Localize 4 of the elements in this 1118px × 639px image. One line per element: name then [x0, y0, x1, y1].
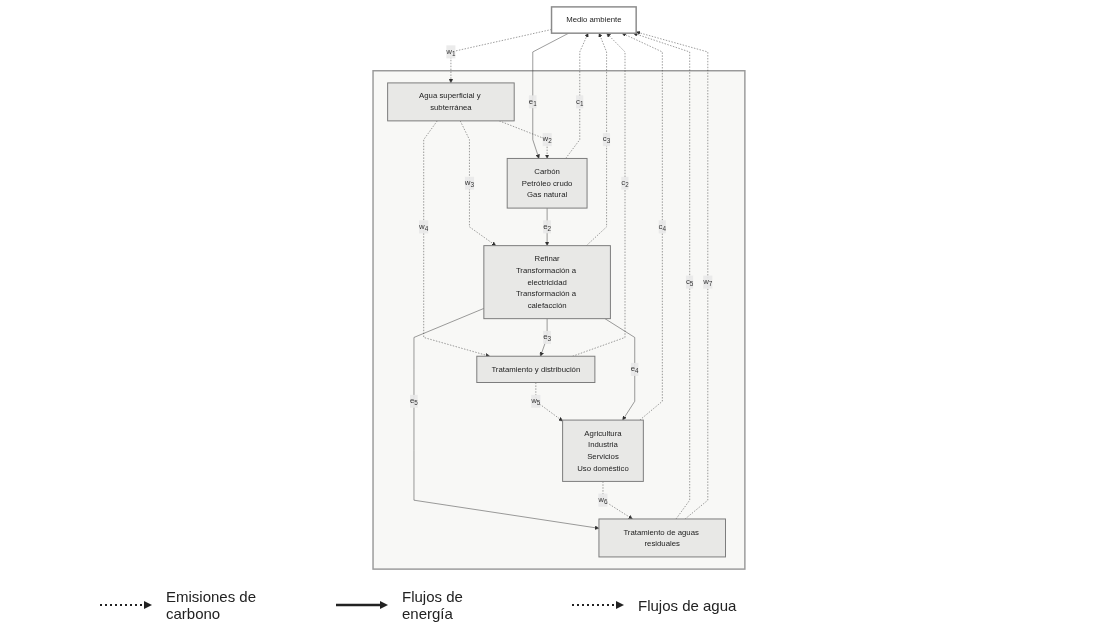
- cluster: [372, 69, 746, 570]
- legend-text: Flujos de agua: [638, 596, 737, 614]
- legend-text: Flujos de energía: [402, 588, 464, 622]
- legend-text: Emisiones de carbono: [166, 588, 258, 622]
